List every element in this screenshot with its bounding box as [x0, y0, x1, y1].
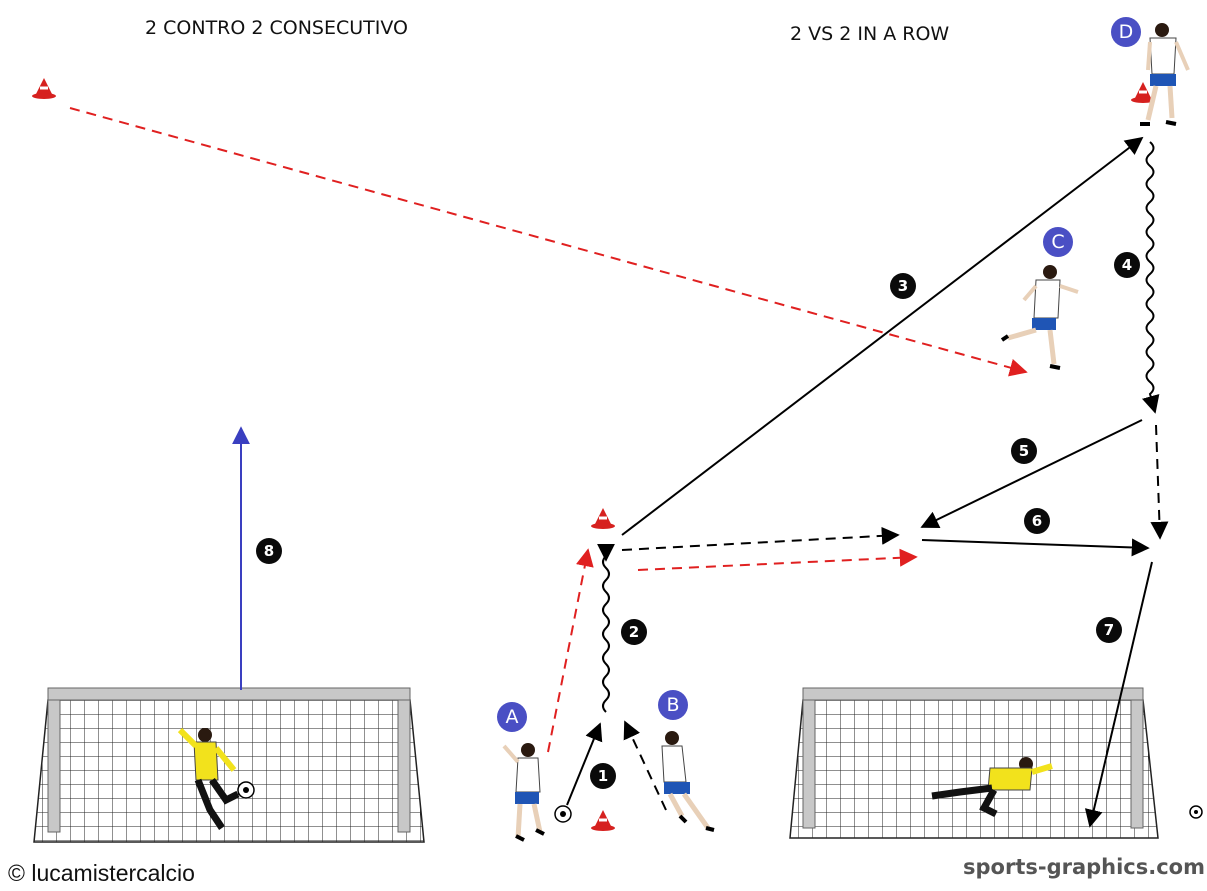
- title-english: 2 VS 2 IN A ROW: [790, 23, 950, 45]
- step-2: 2: [621, 619, 647, 645]
- cone-top-left: [32, 78, 56, 99]
- step-4: 4: [1114, 252, 1140, 278]
- run-red-long: [69, 107, 1028, 377]
- ball-right: [1189, 805, 1203, 819]
- run-d: [1150, 424, 1169, 540]
- dribble-2: [597, 543, 615, 713]
- run-b: [623, 720, 667, 811]
- step-8: 8: [256, 538, 282, 564]
- cone-top-right: [1131, 82, 1155, 103]
- brand-watermark: sports-graphics.com: [963, 855, 1205, 879]
- run-red-right: [637, 548, 918, 571]
- player-label-d: D: [1111, 17, 1141, 47]
- run-black-right: [621, 526, 900, 551]
- shot-7: [1084, 561, 1153, 828]
- pass-3: [621, 136, 1144, 536]
- step-5: 5: [1011, 438, 1037, 464]
- player-label-c: C: [1043, 227, 1073, 257]
- run-red-a: [547, 548, 594, 753]
- player-label-b: B: [658, 690, 688, 720]
- goalkeeper-right: [931, 757, 1053, 818]
- player-b-figure: [661, 731, 715, 832]
- dribble-4: [1141, 141, 1160, 414]
- ball-a: [554, 805, 572, 823]
- left-goal: [33, 687, 425, 843]
- step-6: 6: [1024, 508, 1050, 534]
- ball-left-goal: [237, 781, 255, 799]
- cone-bottom: [591, 810, 615, 831]
- pass-5: [920, 419, 1143, 529]
- copyright-credit: © lucamistercalcio: [8, 860, 195, 886]
- step-3: 3: [890, 273, 916, 299]
- title-italian: 2 CONTRO 2 CONSECUTIVO: [145, 17, 408, 39]
- right-goal: [789, 687, 1159, 839]
- step-7: 7: [1096, 617, 1122, 643]
- step-1: 1: [590, 763, 616, 789]
- pass-1: [566, 722, 603, 806]
- player-d-figure: [1140, 23, 1190, 126]
- goalkeeper-left: [177, 727, 240, 830]
- cone-middle: [591, 508, 615, 529]
- player-a-figure: [502, 743, 545, 842]
- player-c-figure: [1000, 265, 1079, 370]
- player-label-a: A: [497, 702, 527, 732]
- pass-6: [921, 538, 1150, 557]
